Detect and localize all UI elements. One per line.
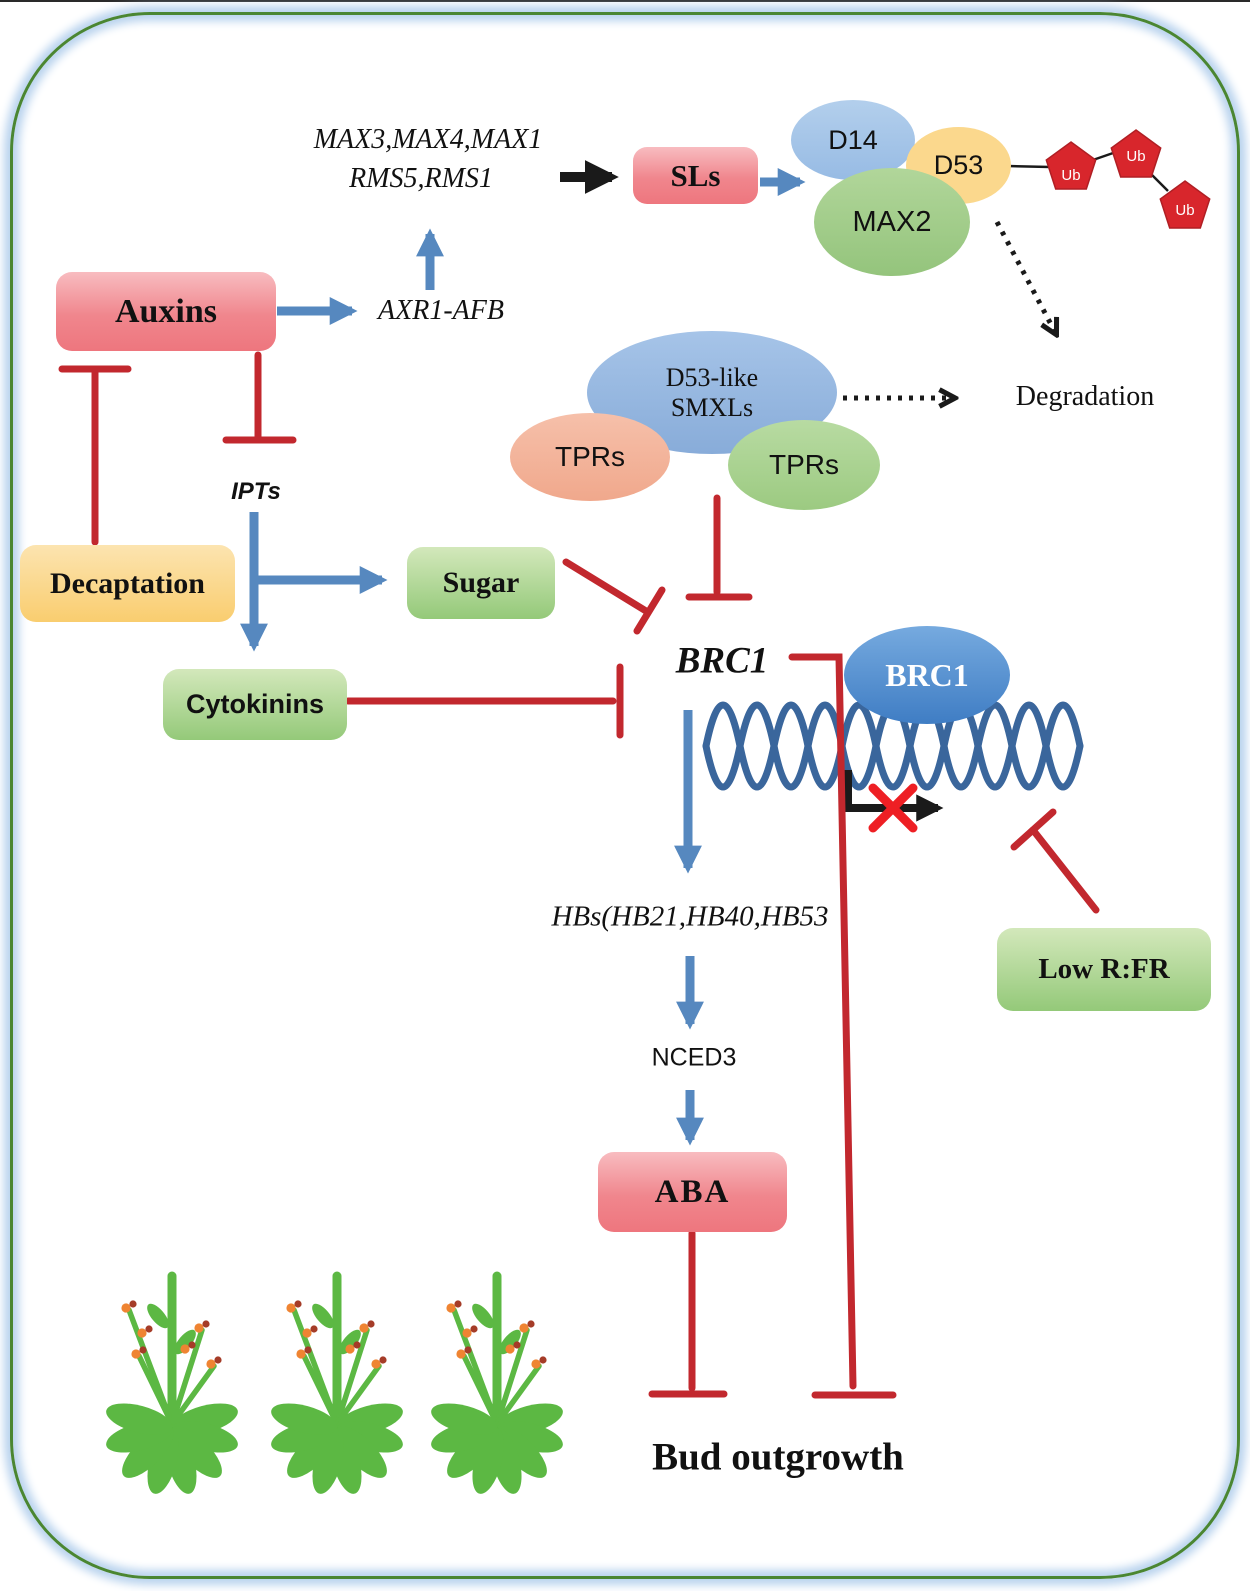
sugar-box: Sugar <box>407 547 555 619</box>
decaptation-box: Decaptation <box>20 545 235 622</box>
d14-ellipse: D14 <box>791 100 915 180</box>
brc1-protein-label: BRC1 <box>885 656 969 693</box>
sls-label: SLs <box>670 157 721 193</box>
max-genes-line2: RMS5,RMS1 <box>349 163 493 194</box>
aba-box: ABA <box>598 1152 787 1232</box>
inhibit-tprs-brc1 <box>685 494 753 601</box>
ub-label: Ub <box>1061 167 1080 184</box>
ipts-label: IPTs <box>231 478 281 505</box>
inhibit-auxins-ipts <box>222 351 297 444</box>
max2-label: MAX2 <box>852 205 932 238</box>
d53-label: D53 <box>933 150 984 180</box>
bud-outgrowth-label: Bud outgrowth <box>652 1435 904 1479</box>
plant-icon <box>268 1276 406 1497</box>
nced3-label: NCED3 <box>651 1043 737 1072</box>
d53-like-label: D53-like <box>665 362 759 392</box>
auxins-box: Auxins <box>56 272 276 351</box>
transcription-arrow <box>844 770 944 822</box>
max2-ellipse: MAX2 <box>814 168 970 276</box>
inhibit-cytokinins-brc1 <box>344 663 624 739</box>
brc1-protein-ellipse: BRC1 <box>844 626 1010 724</box>
plant-icon <box>103 1276 241 1497</box>
hbs-label: HBs(HB21,HB40,HB53 <box>551 900 829 933</box>
low-rfr-box: Low R:FR <box>997 928 1211 1011</box>
ubiquitin-chain: Ub Ub Ub <box>1007 129 1211 229</box>
ub-label: Ub <box>1175 202 1194 219</box>
degradation-label: Degradation <box>1015 381 1155 412</box>
ub-label: Ub <box>1126 148 1145 165</box>
smxls-label: SMXLs <box>670 392 754 422</box>
sugar-label: Sugar <box>442 566 520 599</box>
cytokinins-label: Cytokinins <box>185 689 325 719</box>
auxins-label: Auxins <box>114 292 218 330</box>
axr1-afb-label: AXR1-AFB <box>378 295 504 326</box>
blocked-x-icon <box>868 783 918 833</box>
low-rfr-label: Low R:FR <box>1038 953 1170 985</box>
max-genes-line1: MAX3,MAX4,MAX1 <box>313 124 543 155</box>
inhibit-sugar-brc1 <box>562 558 666 635</box>
sls-box: SLs <box>633 147 758 204</box>
tprs-right-ellipse: TPRs <box>728 420 880 510</box>
plant-icon <box>428 1276 566 1497</box>
inhibit-lowrfr-transcription <box>1010 808 1100 914</box>
cytokinins-box: Cytokinins <box>163 669 347 740</box>
decaptation-label: Decaptation <box>50 566 205 600</box>
inhibit-aba-bud <box>648 1229 728 1398</box>
diagram-border <box>10 12 1240 1579</box>
tprs-left-ellipse: TPRs <box>510 413 670 501</box>
inhibit-brc1-bud <box>788 653 897 1399</box>
dotted-arrow-complex-to-degradation <box>994 220 1055 332</box>
brc1-gene-label: BRC1 <box>675 640 769 682</box>
tprs-left-label: TPRs <box>555 441 625 472</box>
d14-label: D14 <box>828 124 878 155</box>
tprs-right-label: TPRs <box>769 449 839 480</box>
aba-label: ABA <box>654 1173 731 1210</box>
inhibit-decaptation-auxins <box>58 365 132 546</box>
figure-top-edge <box>0 0 1250 2</box>
